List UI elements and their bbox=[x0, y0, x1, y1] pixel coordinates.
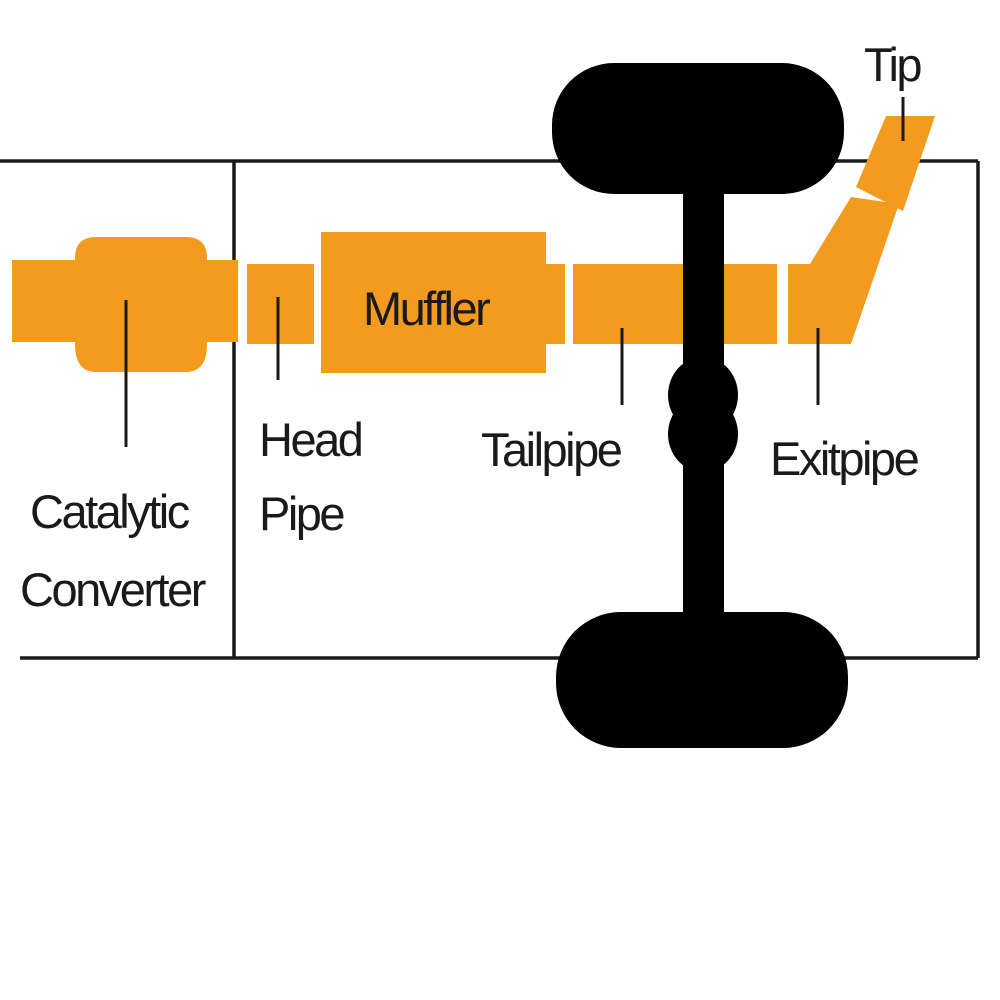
differential-lower-lobe bbox=[668, 396, 738, 472]
catalytic-converter-label-line1: Catalytic bbox=[30, 485, 190, 538]
muffler-label: Muffler bbox=[363, 282, 490, 335]
lower-wheel bbox=[556, 612, 848, 748]
tailpipe-label: Tailpipe bbox=[481, 423, 622, 476]
rear-axle-assembly bbox=[552, 63, 848, 748]
tailpipe bbox=[573, 264, 777, 344]
tip bbox=[856, 116, 935, 211]
tip-label: Tip bbox=[864, 38, 921, 91]
leader-lines bbox=[124, 97, 905, 447]
catalytic-converter bbox=[75, 237, 207, 372]
muffler-nozzle bbox=[540, 264, 565, 344]
exitpipe bbox=[788, 197, 899, 344]
labels: Muffler Head Pipe Tailpipe Exitpipe Tip … bbox=[20, 38, 924, 616]
head-pipe bbox=[247, 264, 314, 344]
head-pipe-label-line1: Head bbox=[259, 413, 362, 466]
catalytic-converter-label-line2: Converter bbox=[20, 563, 206, 616]
muffler bbox=[321, 232, 546, 373]
exitpipe-label: Exitpipe bbox=[770, 432, 919, 485]
upper-wheel bbox=[552, 63, 844, 194]
head-pipe-label-line2: Pipe bbox=[259, 487, 344, 540]
